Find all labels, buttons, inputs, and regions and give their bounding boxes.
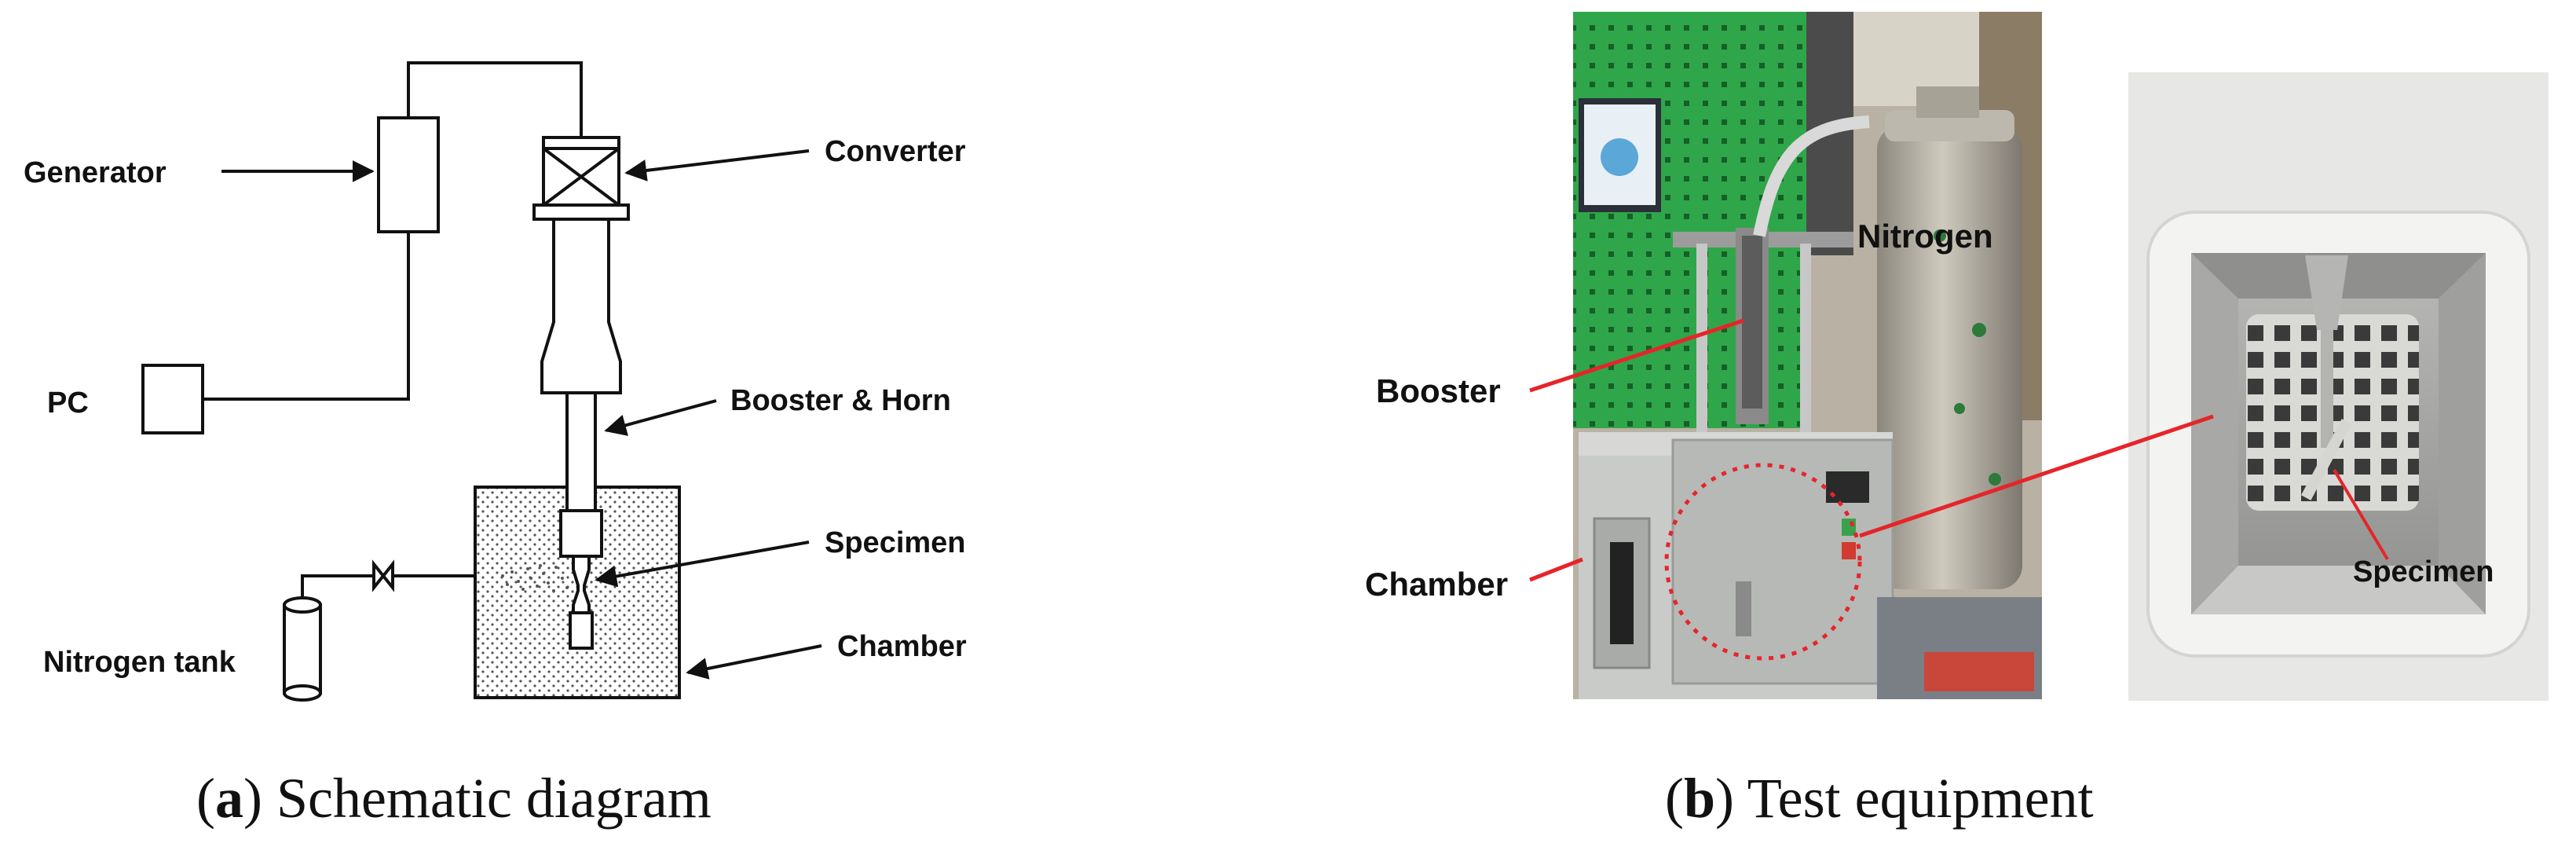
- arrow-converter: [624, 149, 810, 181]
- arrow-chamber: [686, 644, 822, 680]
- caption-b-text: Test equipment: [1747, 767, 2094, 830]
- generator-box: [377, 116, 440, 233]
- label-booster-horn: Booster & Horn: [730, 384, 951, 417]
- schematic-diagram: Generator Converter PC Booster & Horn Sp…: [24, 61, 967, 702]
- horn-upper: [565, 391, 597, 512]
- caption-b-letter: b: [1684, 767, 1715, 830]
- pointer-booster: [1529, 318, 1744, 393]
- photo-test-equipment: Nitrogen: [1573, 12, 2042, 699]
- photo-label-specimen: Specimen: [2353, 555, 2494, 588]
- nitrogen-tank: [283, 596, 322, 702]
- label-chamber: Chamber: [837, 630, 967, 663]
- photo-label-booster: Booster: [1376, 372, 1501, 409]
- caption-a: (a) Schematic diagram: [196, 767, 712, 830]
- nitrogen-spray: [501, 564, 569, 592]
- pointer-zoom: [1859, 414, 2214, 538]
- valve-icon: [372, 559, 394, 592]
- specimen-lower-grip: [569, 611, 594, 650]
- specimen-photo: [2300, 419, 2352, 500]
- wire-generator-converter: [407, 61, 583, 137]
- arrow-specimen: [595, 541, 810, 588]
- highlight-circle: [1664, 463, 1862, 661]
- nitrogen-pipe: [301, 574, 475, 605]
- wire-pc-generator: [203, 232, 410, 401]
- converter-cap: [542, 136, 620, 150]
- label-generator: Generator: [24, 156, 166, 189]
- label-nitrogen-tank: Nitrogen tank: [43, 646, 236, 679]
- nitrogen-dewar: [1877, 126, 2022, 589]
- photo-label-nitrogen: Nitrogen: [1857, 218, 1993, 255]
- converter-cross-2: [542, 147, 620, 207]
- converter-flange: [532, 203, 630, 221]
- caption-a-text: Schematic diagram: [276, 767, 712, 830]
- pointer-chamber: [1529, 557, 1583, 582]
- booster-column: [540, 218, 622, 394]
- label-pc: PC: [47, 387, 89, 420]
- photo-label-chamber: Chamber: [1365, 566, 1508, 603]
- label-converter: Converter: [825, 135, 966, 168]
- pointer-specimen: [2333, 468, 2389, 561]
- photo-chamber-interior: Specimen: [2128, 72, 2549, 701]
- pegboard: [1573, 12, 1809, 428]
- arrow-booster-horn: [604, 399, 717, 436]
- label-specimen: Specimen: [825, 526, 966, 559]
- caption-b: (b) Test equipment: [1665, 767, 2094, 830]
- caption-a-letter: a: [215, 767, 243, 830]
- horn-tip: [559, 509, 603, 558]
- pc-box: [141, 364, 204, 434]
